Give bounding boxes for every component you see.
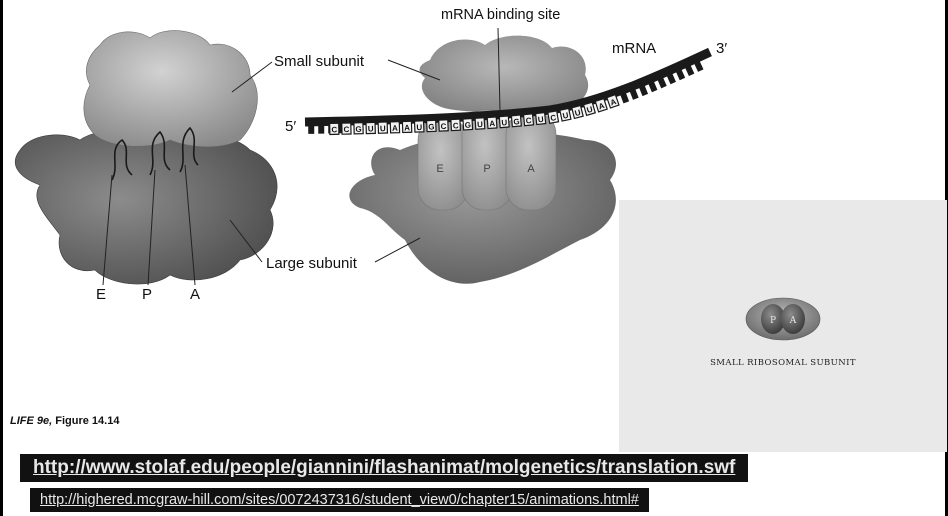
svg-text:G: G (355, 125, 361, 134)
mrna-base: C (548, 111, 559, 123)
mrna-label: mRNA (612, 40, 656, 57)
mrna-tooth (693, 59, 703, 72)
mrna-base: G (511, 115, 521, 127)
mrna-base: G (354, 123, 363, 134)
mrna-tooth (657, 76, 667, 88)
svg-text:G: G (513, 117, 520, 126)
figure-number: Figure 14.14 (52, 415, 119, 427)
mrna-base: U (536, 113, 546, 125)
figure-book: LIFE 9e, (10, 415, 52, 427)
inset-a-text: A (789, 316, 797, 326)
mcgraw-hill-animation-link[interactable]: http://highered.mcgraw-hill.com/sites/00… (30, 488, 649, 512)
svg-text:A: A (489, 119, 496, 128)
mrna-tooth (620, 91, 629, 103)
mrna-tooth (666, 72, 676, 84)
svg-text:C: C (453, 121, 459, 130)
mrna-tooth (684, 64, 694, 76)
inset-p-text: P (770, 316, 776, 326)
small-subunit-shape (84, 31, 258, 147)
mrna-tooth (648, 80, 658, 92)
mrna-base: U (366, 122, 375, 133)
mrna-tooth (318, 124, 324, 134)
svg-text:U: U (416, 123, 422, 132)
mrna-tooth (308, 124, 314, 134)
svg-text:U: U (537, 115, 544, 125)
mrna-base: G (463, 118, 473, 129)
svg-text:U: U (380, 124, 386, 133)
small-ribosomal-subunit-panel: P A SMALL RIBOSOMAL SUBUNIT (619, 200, 947, 452)
mrna-base: U (572, 106, 583, 119)
site-a-text: A (527, 163, 535, 175)
site-e-text: E (436, 163, 443, 175)
mrna-base: U (378, 122, 387, 133)
mrna-binding-site-label: mRNA binding site (441, 7, 560, 23)
mrna-base: A (607, 95, 619, 108)
mrna-tooth (675, 68, 685, 80)
mrna-base: U (475, 118, 485, 130)
site-p-text: P (483, 163, 490, 175)
svg-text:C: C (440, 122, 446, 131)
small-subunit-blob (420, 36, 589, 114)
small-ribosomal-subunit-label: SMALL RIBOSOMAL SUBUNIT (619, 358, 947, 368)
mrna-base: C (451, 119, 461, 130)
mrna-base: U (415, 121, 424, 132)
mrna-base: C (342, 123, 351, 134)
e-site-label: E (96, 286, 106, 303)
svg-text:C: C (331, 125, 337, 134)
mrna-base: C (330, 123, 339, 134)
mrna-base: U (560, 108, 571, 121)
a-site-label: A (190, 286, 200, 303)
svg-text:G: G (428, 122, 435, 131)
mrna-base: U (499, 116, 509, 128)
mrna-tooth (638, 84, 648, 96)
svg-text:U: U (368, 124, 374, 133)
stolaf-animation-link[interactable]: http://www.stolaf.edu/people/giannini/fl… (20, 454, 748, 482)
svg-text:C: C (525, 116, 532, 126)
svg-text:A: A (392, 124, 398, 133)
mrna-base: A (487, 117, 497, 129)
large-subunit-shape (15, 130, 277, 284)
svg-text:A: A (404, 123, 410, 132)
svg-text:C: C (343, 125, 349, 134)
mrna-tooth (629, 87, 639, 99)
three-prime-label: 3′ (716, 40, 727, 57)
svg-text:G: G (464, 121, 471, 130)
svg-text:U: U (501, 118, 508, 127)
svg-text:U: U (477, 120, 484, 129)
five-prime-label: 5′ (285, 118, 296, 135)
mrna-base: G (427, 120, 436, 131)
p-site-label: P (142, 286, 152, 303)
mrna-base: A (390, 122, 399, 133)
mrna-base: C (524, 114, 534, 126)
mrna-base: A (402, 121, 411, 132)
figure-caption: LIFE 9e, Figure 14.14 (10, 415, 119, 427)
small-subunit-icon: P A (744, 296, 822, 342)
mrna-base: C (439, 120, 448, 131)
